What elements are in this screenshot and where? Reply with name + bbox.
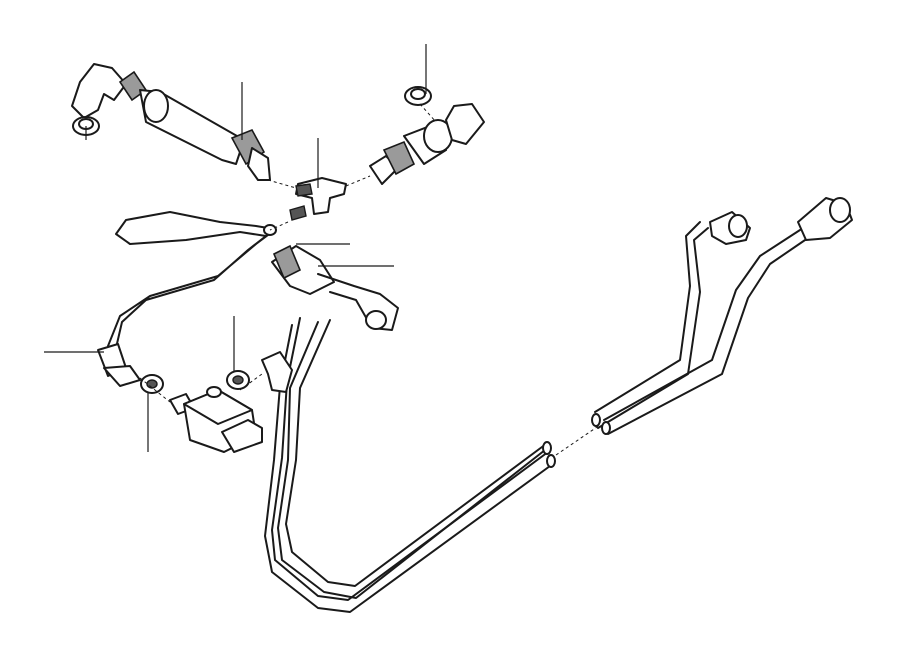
rear-pipe-left (594, 221, 709, 429)
guide-line-valve-left (139, 377, 171, 403)
ring-clip-right-inner (410, 88, 426, 100)
hose-clip-lower-right-inner (232, 375, 244, 385)
tee-barb-bottom (289, 205, 307, 221)
long-pipe-a (264, 317, 551, 613)
pipe-cut-end-b (546, 454, 556, 468)
guide-line-tee-right (345, 175, 371, 187)
twin-pipe-assembly (264, 197, 853, 613)
elbow-hose-right (445, 103, 485, 145)
assembly-guide-lines (139, 103, 437, 403)
solenoid-valve-top (183, 389, 253, 425)
part-leader-lines (44, 44, 427, 452)
pipe-end-opening-left (728, 214, 748, 238)
upper-hose-assembly (71, 63, 271, 181)
long-pipe-b (277, 319, 547, 599)
solenoid-port (206, 386, 222, 398)
left-hose-elbow (103, 365, 141, 387)
hose-clip-lower-left-inner (146, 379, 158, 389)
pipe-cut-end-c (591, 413, 601, 427)
middle-hose-loop (97, 211, 399, 387)
solenoid-valve-assembly (140, 351, 293, 453)
connector-nut-right (382, 140, 416, 176)
pipe-cut-end-a (542, 441, 552, 455)
guide-line-right-clip (419, 103, 437, 123)
connector-nut-middle (272, 244, 302, 280)
hose-collar-upper (143, 89, 169, 123)
guide-line-tee-left (267, 179, 297, 189)
small-return-hose (115, 211, 269, 245)
guide-line-valve-right (239, 373, 263, 391)
middle-hose-end (365, 310, 387, 330)
elbow-lower-right (261, 351, 293, 393)
middle-hose-body (317, 273, 399, 331)
tee-barb-top (295, 183, 313, 197)
pipe-end-opening-right (829, 197, 851, 223)
upper-right-connector (369, 86, 485, 185)
connector-stem-upper (247, 147, 271, 181)
pipe-cut-end-d (601, 421, 611, 435)
vacuum-hose-left (107, 231, 273, 361)
rear-pipe-right (603, 229, 809, 435)
pipe-break-line (555, 424, 601, 456)
tee-fitting (289, 177, 347, 221)
solenoid-connector (221, 419, 263, 453)
elbow-hose (71, 63, 127, 119)
